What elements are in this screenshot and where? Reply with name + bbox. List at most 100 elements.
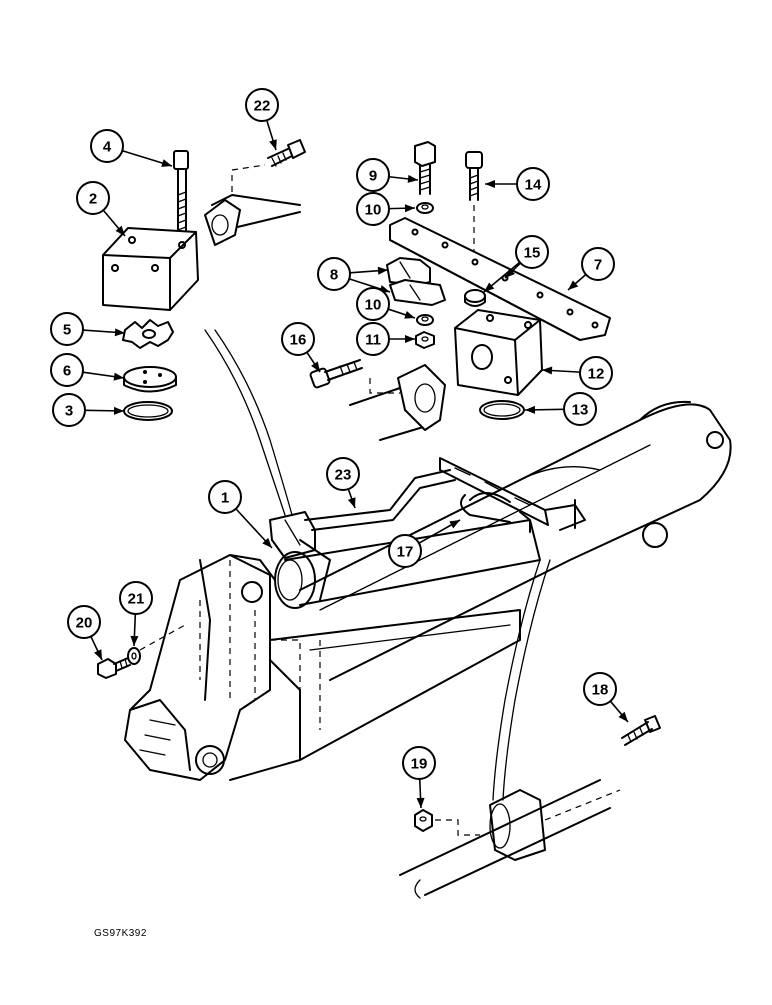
callout-circle <box>90 129 124 163</box>
leader-lines <box>82 120 629 809</box>
bolt-part-18 <box>621 715 661 746</box>
leader-arrowhead <box>525 405 536 414</box>
leader-arrowhead <box>377 266 388 275</box>
flange-tube-part-22 <box>204 139 306 246</box>
callout-23: 23 <box>326 457 360 491</box>
callout-label: 6 <box>63 363 71 380</box>
callout-circle <box>356 287 390 321</box>
callout-circle <box>356 158 390 192</box>
disc-part-6 <box>123 366 177 393</box>
callout-14: 14 <box>516 167 550 201</box>
leader-arrowhead <box>269 139 277 150</box>
drawing-code: GS97K392 <box>94 928 147 939</box>
callout-label: 2 <box>89 191 97 208</box>
callout-3: 3 <box>52 393 86 427</box>
callout-1: 1 <box>208 480 242 514</box>
callout-2: 2 <box>76 181 110 215</box>
callout-circle <box>583 672 617 706</box>
callout-label: 3 <box>65 403 73 420</box>
leader-arrowhead <box>113 406 124 415</box>
star-washer-part-5 <box>122 319 174 349</box>
callout-circle <box>245 88 279 122</box>
callout-circle <box>52 393 86 427</box>
callout-9: 9 <box>356 158 390 192</box>
callout-label: 15 <box>524 245 541 262</box>
callout-circle <box>581 247 615 281</box>
leader-arrowhead <box>542 366 553 375</box>
leader-arrowhead <box>347 497 356 508</box>
leader-arrowhead <box>130 635 139 646</box>
leader-arrowhead <box>505 268 515 278</box>
callout-circle <box>563 392 597 426</box>
callout-circle <box>402 746 436 780</box>
callout-5: 5 <box>50 312 84 346</box>
leader-arrowhead <box>404 311 415 319</box>
callout-20: 20 <box>67 605 101 639</box>
callout-circle <box>317 257 351 291</box>
callout-label: 1 <box>221 490 229 507</box>
leader-arrowhead <box>404 204 415 213</box>
callout-circle <box>281 322 315 356</box>
callout-circle <box>388 534 422 568</box>
o-ring-part-13 <box>479 400 525 420</box>
cross-bar-clamp <box>439 457 601 533</box>
callout-circle <box>356 322 390 356</box>
callout-4: 4 <box>90 129 124 163</box>
callout-15: 15 <box>515 235 549 269</box>
callout-label: 8 <box>330 267 338 284</box>
boom-arm <box>124 400 732 781</box>
callout-10: 10 <box>356 192 390 226</box>
callout-label: 13 <box>572 402 589 419</box>
block-part-12 <box>454 309 543 396</box>
callout-label: 20 <box>76 615 93 632</box>
leader-arrowhead <box>618 711 628 722</box>
hose-sweep-lines <box>204 329 551 801</box>
callout-circle <box>326 457 360 491</box>
callout-12: 12 <box>579 356 613 390</box>
washer-part-10-upper <box>416 202 434 214</box>
callout-17: 17 <box>388 534 422 568</box>
leader-arrowhead <box>449 520 460 529</box>
callout-16: 16 <box>281 322 315 356</box>
callout-label: 11 <box>365 332 381 349</box>
callout-10: 10 <box>356 287 390 321</box>
callout-circle <box>119 581 153 615</box>
callout-label: 10 <box>365 297 382 314</box>
washer-part-10-lower <box>416 314 434 326</box>
leader-arrowhead <box>115 225 125 236</box>
callout-label: 17 <box>397 544 414 561</box>
lower-tube <box>399 779 621 899</box>
leader-arrowhead <box>568 280 579 290</box>
callout-circle <box>515 235 549 269</box>
leader-arrowhead <box>94 649 102 660</box>
callout-circle <box>67 605 101 639</box>
callout-circle <box>50 312 84 346</box>
spacer-part-15 <box>464 289 486 307</box>
leader-arrowhead <box>114 328 125 337</box>
leader-arrowhead <box>311 361 320 372</box>
leader-arrowhead <box>485 180 495 188</box>
leader-arrowhead <box>161 159 172 167</box>
hose-line <box>304 469 456 531</box>
callout-13: 13 <box>563 392 597 426</box>
leader-arrowhead <box>416 797 425 808</box>
callout-label: 7 <box>594 257 602 274</box>
leader-arrowhead <box>484 282 495 292</box>
callout-21: 21 <box>119 581 153 615</box>
callout-6: 6 <box>50 353 84 387</box>
callout-19: 19 <box>402 746 436 780</box>
leader-arrowhead <box>407 174 418 183</box>
callout-circle <box>356 192 390 226</box>
callout-label: 21 <box>128 591 145 608</box>
callout-8: 8 <box>317 257 351 291</box>
washer-part-21 <box>127 624 186 665</box>
callout-label: 9 <box>369 168 377 185</box>
callout-18: 18 <box>583 672 617 706</box>
callout-label: 16 <box>290 332 307 349</box>
leader-arrowhead <box>113 372 124 381</box>
leader-arrowhead <box>262 537 272 548</box>
callout-circle <box>208 480 242 514</box>
